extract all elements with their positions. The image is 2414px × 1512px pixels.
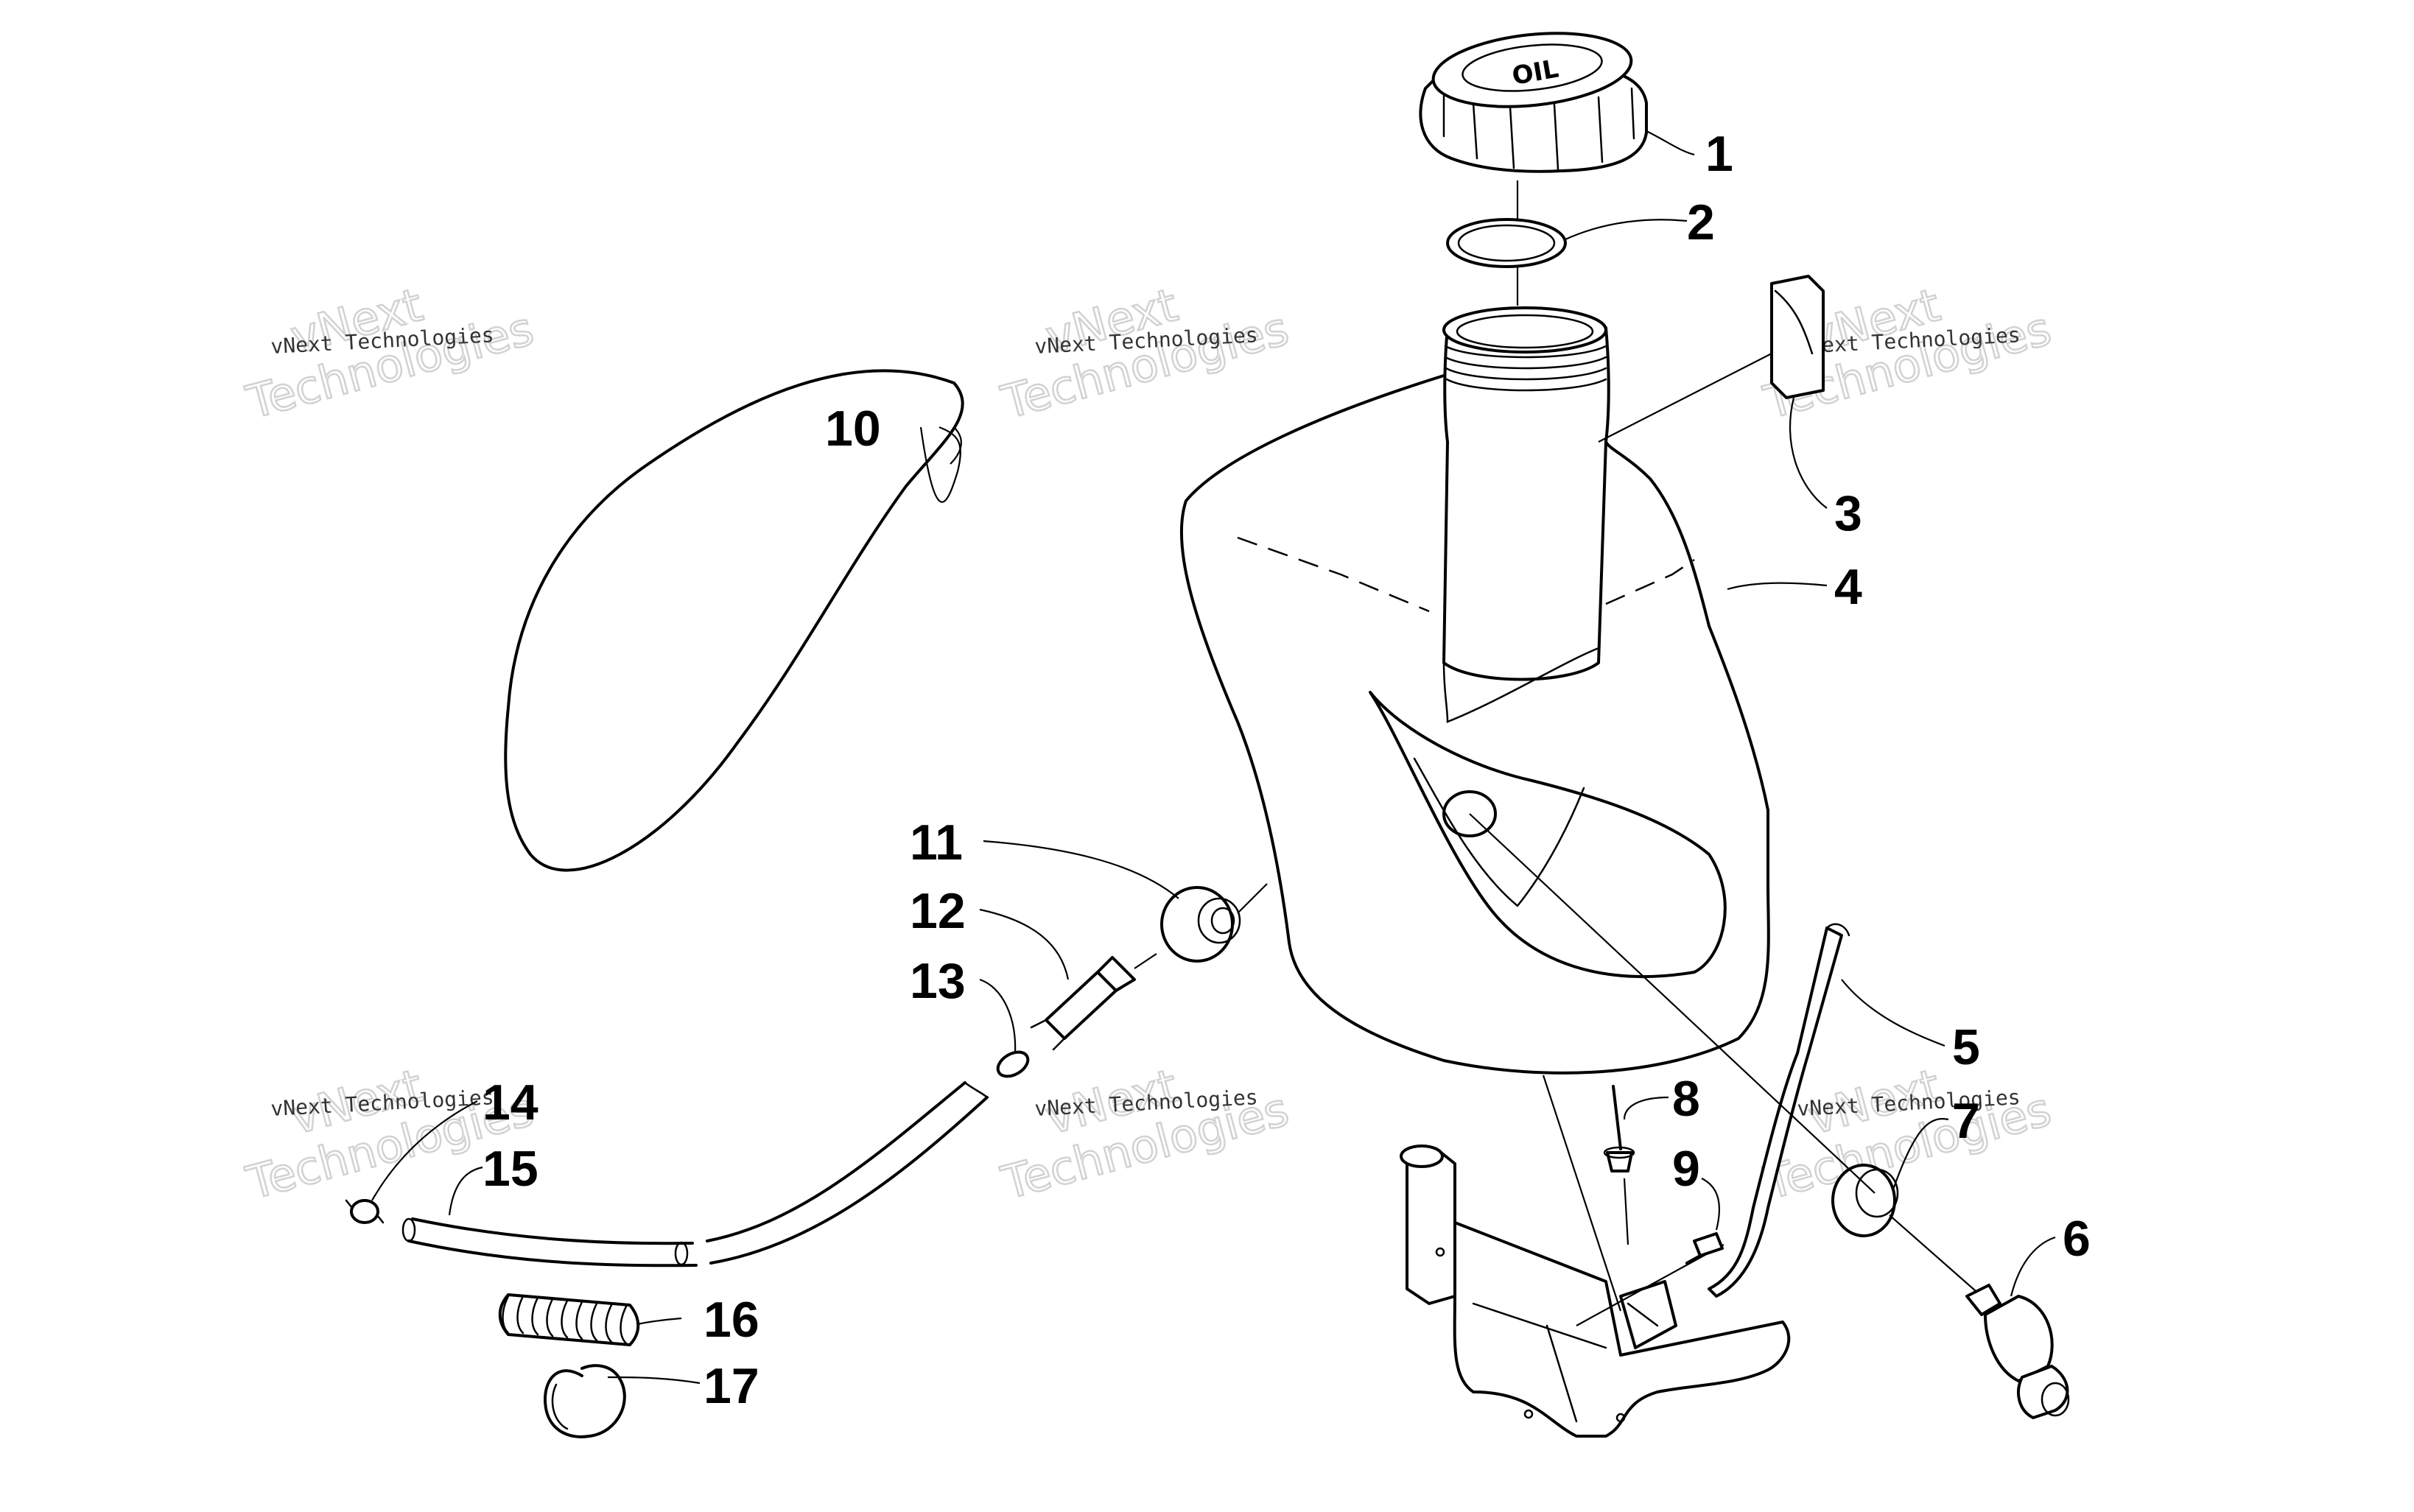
decal-pointer [1598, 353, 1772, 443]
callout-11: 11 [910, 815, 963, 871]
outlet-to-grommet-line [1469, 813, 1876, 1194]
part-10-gasket [504, 369, 964, 872]
part-1-oil-cap: OIL [1419, 32, 1648, 173]
callout-4: 4 [1834, 559, 1862, 615]
callout-13: 13 [910, 953, 966, 1009]
part-16-spring [498, 1293, 640, 1346]
part-3-decal [1770, 275, 1825, 399]
callout-9: 9 [1672, 1141, 1700, 1197]
grommet-to-fitting-line [1889, 1214, 1982, 1297]
part-2-oring [1446, 218, 1567, 268]
callout-10: 10 [825, 401, 881, 457]
part-17-band-clamp [544, 1364, 626, 1438]
part-5-bracket [1400, 923, 1850, 1438]
callout-15: 15 [483, 1141, 538, 1197]
callout-2: 2 [1687, 194, 1715, 250]
tank-to-bracket-line [1542, 1075, 1622, 1312]
part-15-hose [401, 1081, 989, 1267]
part-4-oil-tank [1179, 306, 1770, 1075]
callout-6: 6 [2063, 1211, 2091, 1267]
part-8-rivet [1603, 1085, 1635, 1245]
callout-3: 3 [1834, 485, 1862, 541]
callout-14: 14 [483, 1075, 538, 1131]
part-6-fitting [1965, 1284, 2070, 1419]
callout-12: 12 [910, 883, 966, 939]
watermark-6: vNext Technologies [1758, 1058, 2057, 1211]
part-12-fitting [1030, 953, 1157, 1051]
callout-16: 16 [704, 1292, 759, 1348]
leader-lines [371, 130, 2056, 1385]
callout-labels: 1 2 3 4 5 6 7 8 9 10 11 12 13 14 15 16 1… [483, 126, 2091, 1414]
part-13-clamp [996, 1050, 1030, 1078]
callout-5: 5 [1952, 1019, 1980, 1075]
callout-8: 8 [1672, 1071, 1700, 1127]
part-7-grommet [1831, 1164, 1899, 1237]
grommet-pointer [1237, 883, 1268, 914]
part-9-screw [1685, 1232, 1724, 1265]
part-14-hose-clamp [345, 1199, 385, 1224]
callout-1: 1 [1705, 126, 1733, 182]
part-11-grommet [1160, 886, 1241, 963]
clamp-line [1576, 1244, 1724, 1326]
callout-7: 7 [1952, 1093, 1980, 1149]
callout-17: 17 [704, 1358, 759, 1414]
